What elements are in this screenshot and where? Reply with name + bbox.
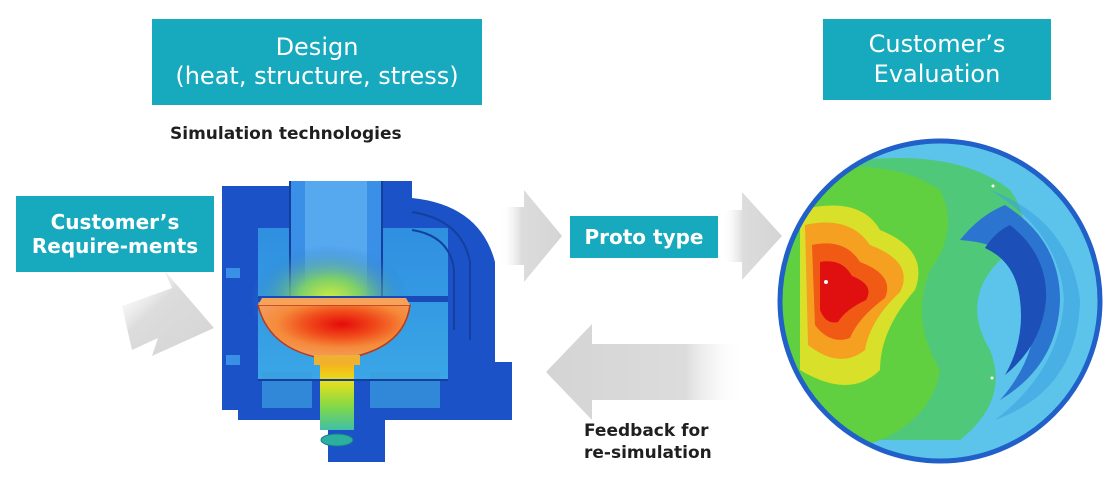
feedback-line2: re-simulation	[584, 443, 712, 464]
requirements-box: Customer’s Require-ments	[16, 196, 214, 272]
requirements-line2: Require-ments	[31, 234, 199, 258]
design-subtitle: (heat, structure, stress)	[175, 62, 459, 90]
heater-simulation-icon	[222, 181, 512, 462]
feedback-line1: Feedback for	[584, 421, 709, 441]
simulation-label: Simulation technologies	[170, 124, 402, 144]
requirements-line1: Customer’s	[50, 209, 180, 234]
design-title: Design	[275, 32, 359, 61]
evaluation-line1: Customer’s	[868, 30, 1006, 59]
arrow-design-to-prototype	[500, 190, 562, 282]
wafer-heatmap-icon	[777, 138, 1103, 464]
evaluation-box: Customer’s Evaluation	[823, 19, 1051, 100]
prototype-box: Proto type	[570, 216, 718, 258]
arrow-feedback	[546, 324, 745, 420]
arrow-requirements-to-design	[122, 270, 214, 356]
design-box: Design (heat, structure, stress)	[152, 19, 482, 105]
evaluation-line2: Evaluation	[873, 59, 1001, 88]
feedback-label: Feedback for re-simulation	[584, 420, 712, 464]
arrow-prototype-to-evaluation	[722, 192, 782, 280]
